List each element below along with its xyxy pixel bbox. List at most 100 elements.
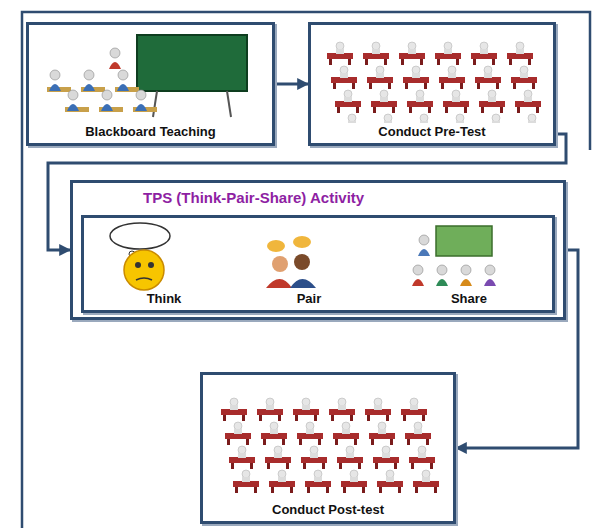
figure-head bbox=[102, 90, 112, 100]
desk-leg bbox=[375, 463, 378, 469]
student-head bbox=[338, 398, 346, 406]
student-body bbox=[374, 405, 382, 410]
student-head bbox=[342, 422, 350, 430]
flow-arrow bbox=[275, 83, 308, 86]
figure-body bbox=[67, 104, 79, 111]
figure-body bbox=[117, 84, 129, 91]
desk-leg bbox=[362, 487, 365, 493]
board bbox=[436, 226, 492, 256]
desk-leg bbox=[398, 487, 401, 493]
student-head bbox=[480, 42, 488, 50]
desk-leg bbox=[267, 463, 270, 469]
figure-head bbox=[485, 265, 495, 275]
figure-body bbox=[484, 279, 496, 286]
student-body bbox=[314, 477, 322, 482]
desk-leg bbox=[481, 107, 484, 113]
figure-head bbox=[110, 48, 120, 58]
student-body bbox=[484, 73, 492, 78]
desk-leg bbox=[227, 439, 230, 445]
figure-head bbox=[84, 70, 94, 80]
desk-leg bbox=[365, 59, 368, 65]
person-body bbox=[266, 279, 292, 288]
student-body bbox=[418, 453, 426, 458]
activity-title: TPS (Think-Pair-Share) Activity bbox=[143, 189, 364, 206]
student-body bbox=[344, 97, 352, 102]
desk-leg bbox=[394, 463, 397, 469]
desk-leg bbox=[532, 83, 535, 89]
desk-leg bbox=[263, 439, 266, 445]
desk-leg bbox=[411, 463, 414, 469]
student-head bbox=[384, 114, 392, 122]
student-body bbox=[416, 97, 424, 102]
desk-leg bbox=[528, 59, 531, 65]
desk-leg bbox=[441, 83, 444, 89]
student-head bbox=[348, 114, 356, 122]
student-body bbox=[382, 453, 390, 458]
figure-head bbox=[50, 70, 60, 80]
student-head bbox=[306, 422, 314, 430]
figure-head bbox=[461, 265, 471, 275]
desk-leg bbox=[303, 463, 306, 469]
desk-leg bbox=[428, 107, 431, 113]
student-body bbox=[444, 49, 452, 54]
desk-leg bbox=[405, 83, 408, 89]
student-body bbox=[516, 49, 524, 54]
student-head bbox=[452, 90, 460, 98]
desk-leg bbox=[337, 107, 340, 113]
student-head bbox=[382, 446, 390, 454]
student-body bbox=[278, 477, 286, 482]
desk-leg bbox=[517, 107, 520, 113]
desk-leg bbox=[333, 83, 336, 89]
student-head bbox=[344, 90, 352, 98]
student-body bbox=[414, 429, 422, 434]
student-head bbox=[410, 398, 418, 406]
desk-leg bbox=[223, 415, 226, 421]
student-head bbox=[412, 66, 420, 74]
student-head bbox=[242, 470, 250, 478]
desk-leg bbox=[420, 59, 423, 65]
step-label: Think bbox=[147, 291, 182, 306]
figure-body bbox=[49, 84, 61, 91]
desk-leg bbox=[407, 439, 410, 445]
desk-leg bbox=[434, 487, 437, 493]
student-body bbox=[342, 429, 350, 434]
desk-leg bbox=[477, 83, 480, 89]
student-body bbox=[350, 477, 358, 482]
desk-leg bbox=[460, 83, 463, 89]
process-box: Conduct Pre-Test bbox=[308, 22, 556, 146]
student-head bbox=[484, 66, 492, 74]
desk-leg bbox=[335, 439, 338, 445]
student-body bbox=[480, 49, 488, 54]
student-head bbox=[422, 470, 430, 478]
student-body bbox=[266, 405, 274, 410]
desk-leg bbox=[307, 487, 310, 493]
figure-body bbox=[460, 279, 472, 286]
student-head bbox=[238, 446, 246, 454]
student-body bbox=[448, 73, 456, 78]
speech-bubble bbox=[267, 240, 285, 252]
student-body bbox=[230, 405, 238, 410]
tps-illustration bbox=[88, 220, 550, 292]
student-body bbox=[238, 453, 246, 458]
desk-leg bbox=[295, 415, 298, 421]
desk-leg bbox=[326, 487, 329, 493]
desk-leg bbox=[388, 83, 391, 89]
student-head bbox=[528, 114, 536, 122]
figure-head bbox=[437, 265, 447, 275]
person-head bbox=[272, 256, 288, 272]
student-head bbox=[420, 114, 428, 122]
student-body bbox=[412, 73, 420, 78]
desk-leg bbox=[496, 83, 499, 89]
student-head bbox=[408, 42, 416, 50]
desk-leg bbox=[384, 59, 387, 65]
figure-body bbox=[412, 279, 424, 286]
student-body bbox=[386, 477, 394, 482]
process-box: Blackboard Teaching bbox=[26, 22, 275, 146]
student-head bbox=[314, 470, 322, 478]
figure-body bbox=[436, 279, 448, 286]
speech-bubble bbox=[293, 236, 311, 248]
student-head bbox=[520, 66, 528, 74]
student-head bbox=[386, 470, 394, 478]
classroom-illustration bbox=[315, 29, 549, 123]
student-head bbox=[346, 446, 354, 454]
